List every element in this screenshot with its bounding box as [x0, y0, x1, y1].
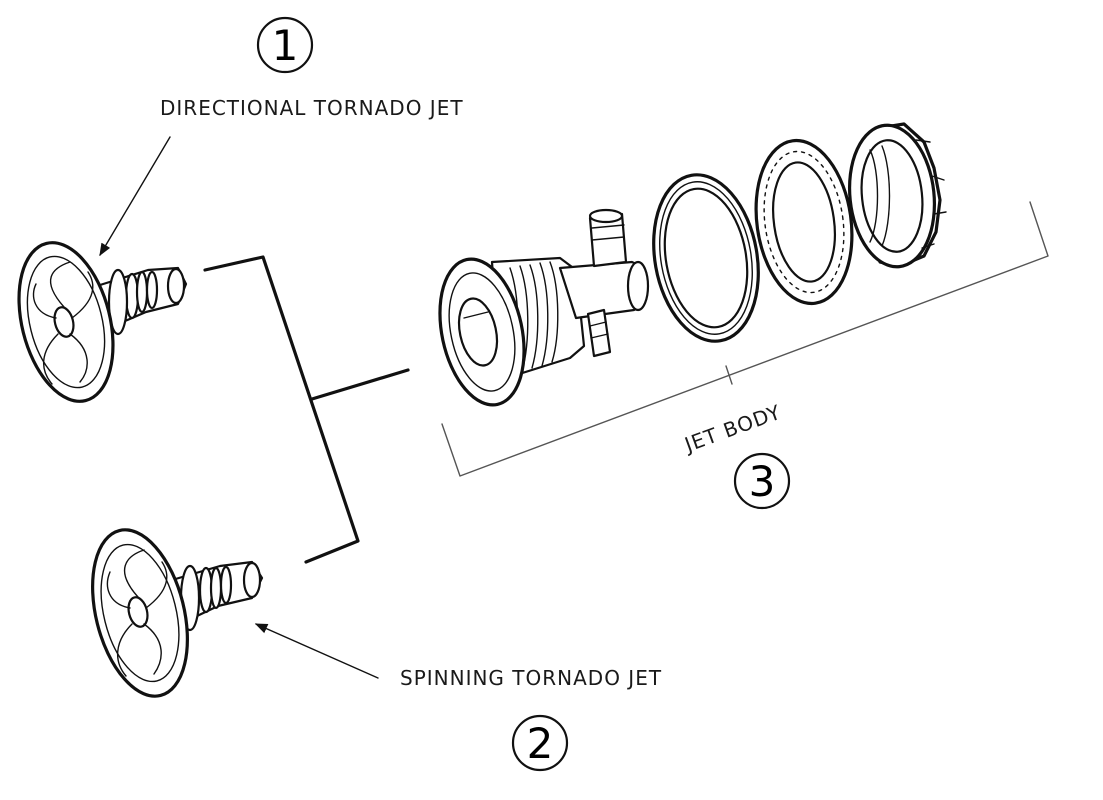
assembly-connector: [203, 255, 410, 564]
spinning-tornado-jet: [91, 528, 264, 698]
callout-1-leader-arrow: [99, 136, 171, 257]
directional-tornado-jet: [17, 241, 188, 403]
jet-body-washer: [754, 138, 854, 306]
callout-3-label: JET BODY: [680, 400, 785, 458]
callout-1-label: DIRECTIONAL TORNADO JET: [160, 96, 464, 120]
jet-body-bracket: [441, 201, 1049, 477]
callout-1-circle: [256, 16, 314, 74]
jet-body-gasket: [652, 173, 760, 343]
callout-2-circle: [511, 714, 569, 772]
callout-2-number: 2: [527, 719, 554, 768]
callout-2: SPINNING TORNADO JET 2: [254, 623, 662, 772]
jet-body: [438, 208, 650, 407]
jet-body-bracket-tick: [725, 365, 733, 385]
callout-1-number: 1: [272, 21, 299, 70]
callout-2-leader-arrow: [254, 623, 379, 679]
callout-3-number: 3: [749, 457, 776, 506]
callout-1: 1 DIRECTIONAL TORNADO JET: [99, 16, 464, 257]
callout-2-label: SPINNING TORNADO JET: [400, 666, 662, 690]
jet-body-nut: [847, 122, 947, 269]
callout-3-circle: [733, 452, 791, 510]
